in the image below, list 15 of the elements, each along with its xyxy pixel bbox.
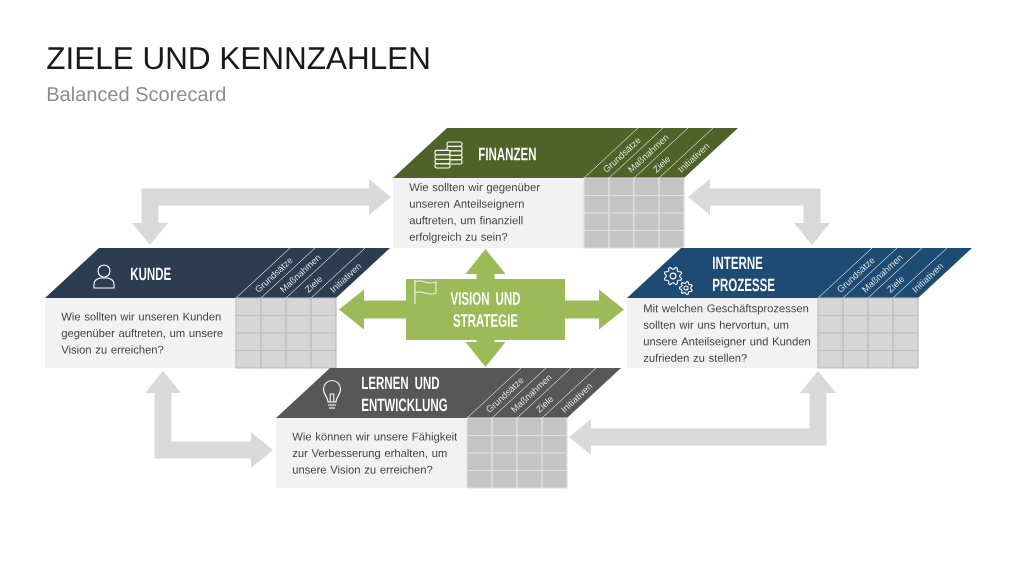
question-panel: Wie können wir unsere Fähigkeit zur Verbesserung erhalten, um unsere Vision zu erreichen? — [276, 418, 467, 488]
subtitle: Balanced Scorecard — [47, 86, 226, 102]
question-panel: Wie sollten wir unseren Kunden gegenüber auftreten, um unsere Vision zu erreichen? — [45, 298, 236, 368]
question-panel: Wie sollten wir gegenüber unseren Anteilseignern auftreten, um finanziell erfolgreich zu sein? — [393, 178, 584, 248]
arrow — [565, 289, 624, 330]
arrow — [465, 249, 506, 279]
double-arrow — [569, 371, 836, 455]
arrow — [465, 340, 506, 367]
page-title: ZIELE UND KENNZAHLEN — [47, 47, 429, 70]
vision-box: VISION UND STRATEGIE — [406, 279, 565, 340]
double-arrow — [132, 179, 391, 245]
question-panel: Mit welchen Geschäftsprozessen sollten wir uns hervortun, um unsere Anteilseigner und Kunden zufrieden zu stellen? — [627, 298, 818, 368]
double-arrow — [688, 179, 830, 245]
arrow — [339, 289, 406, 330]
double-arrow — [145, 371, 273, 468]
